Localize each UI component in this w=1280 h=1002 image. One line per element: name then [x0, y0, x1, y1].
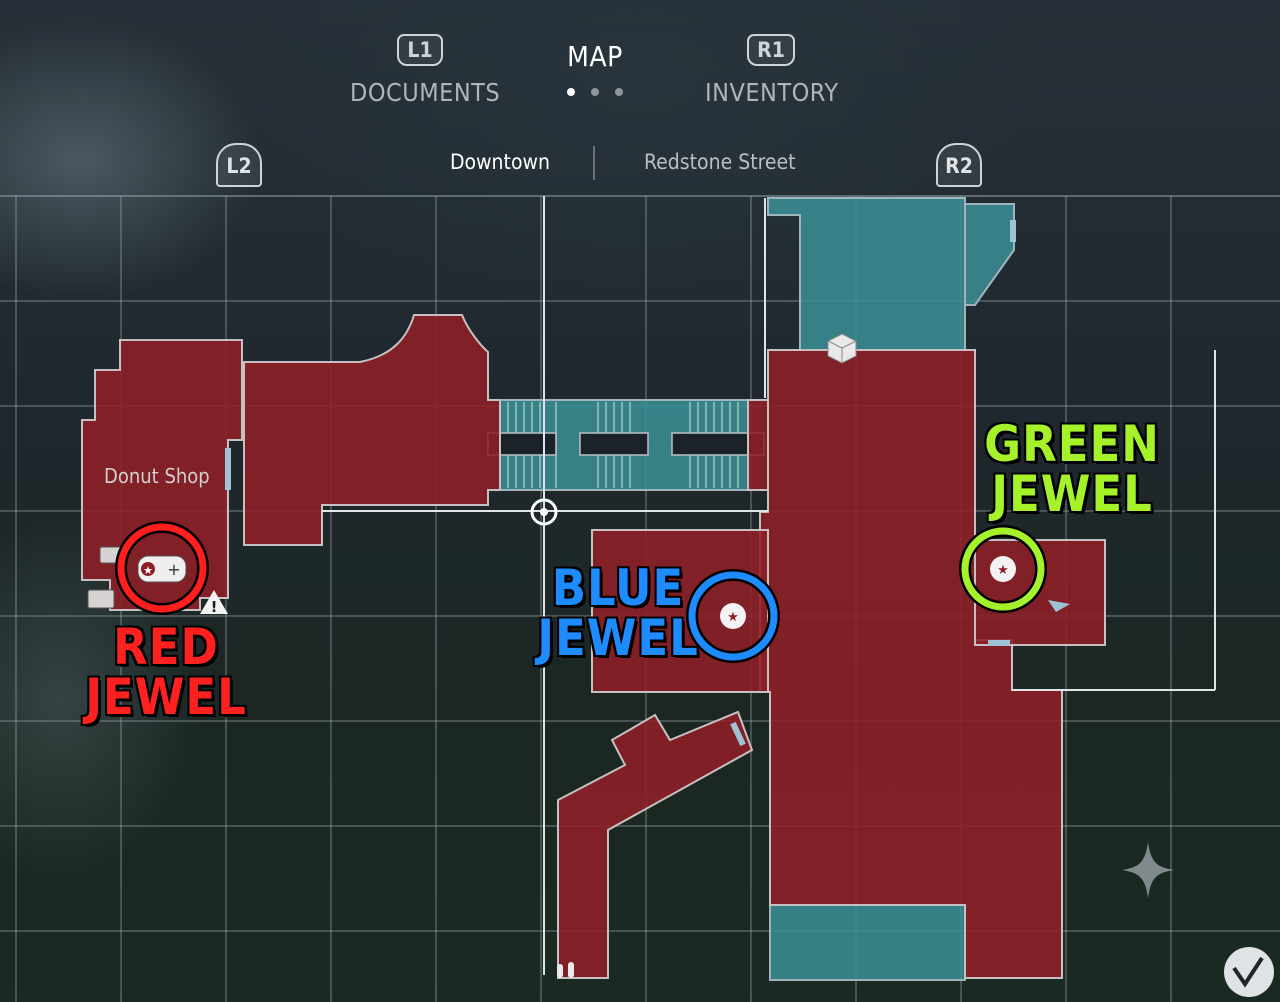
green-jewel-label: GREEN JEWEL — [983, 415, 1160, 523]
page-dot — [615, 88, 623, 96]
tab-map[interactable]: MAP — [550, 40, 640, 100]
page-dot — [567, 88, 575, 96]
l2-button-icon[interactable]: L2 — [216, 143, 262, 187]
page-dot — [591, 88, 599, 96]
blue-jewel-marker[interactable]: ★ — [686, 569, 780, 663]
blue-jewel-label: BLUE JEWEL — [536, 559, 700, 667]
green-jewel-marker[interactable]: ★ — [959, 525, 1070, 613]
blue-jewel-label-line2: JEWEL — [536, 609, 699, 667]
green-jewel-label-line2: JEWEL — [990, 465, 1153, 523]
r1-button-icon[interactable]: R1 — [747, 34, 795, 66]
player-location-icon — [530, 498, 558, 526]
room-teal-northeast — [964, 203, 1015, 306]
red-jewel-label-line2: JEWEL — [84, 668, 247, 726]
supply-crate-icon — [827, 333, 857, 364]
map-marker-star-icon: ★ — [727, 610, 739, 625]
room-west-hall — [243, 314, 501, 546]
room-east-strip — [747, 399, 769, 491]
red-jewel-label-line1: RED — [112, 618, 219, 676]
red-jewel-marker[interactable]: ★ + — [115, 521, 209, 615]
ammo-icon — [557, 962, 574, 978]
room-teal-south — [769, 904, 966, 981]
page-dots — [550, 81, 640, 100]
red-jewel-label: RED JEWEL — [84, 618, 248, 726]
blue-jewel-label-line1: BLUE — [551, 559, 685, 617]
room-teal-north — [767, 197, 966, 351]
r2-button-icon[interactable]: R2 — [936, 143, 982, 187]
area-redstone-street[interactable]: Redstone Street — [644, 150, 796, 174]
svg-text:+: + — [167, 560, 180, 579]
tab-inventory[interactable]: R1 INVENTORY — [705, 34, 839, 107]
green-jewel-label-line1: GREEN — [983, 415, 1160, 473]
compass-star-icon — [1122, 842, 1174, 898]
dialog-icon[interactable] — [1224, 947, 1274, 997]
l1-button-icon[interactable]: L1 — [397, 34, 443, 66]
map-marker-star-icon: ★ — [997, 563, 1009, 578]
dark-openings — [487, 432, 765, 456]
warning-icon: ! — [200, 590, 228, 616]
area-downtown[interactable]: Downtown — [450, 150, 550, 174]
explored-rooms — [81, 314, 1106, 979]
map-marker-star-icon: ★ — [143, 564, 153, 577]
room-label-donut-shop: Donut Shop — [104, 464, 210, 488]
tab-map-label: MAP — [567, 40, 623, 73]
room-south-corridor — [557, 710, 754, 979]
area-separator — [593, 146, 595, 180]
tab-documents[interactable]: L1 DOCUMENTS — [350, 34, 501, 107]
doors — [225, 220, 1016, 747]
tab-inventory-label: INVENTORY — [705, 78, 839, 107]
tab-documents-label: DOCUMENTS — [350, 78, 501, 107]
svg-text:!: ! — [211, 598, 218, 616]
